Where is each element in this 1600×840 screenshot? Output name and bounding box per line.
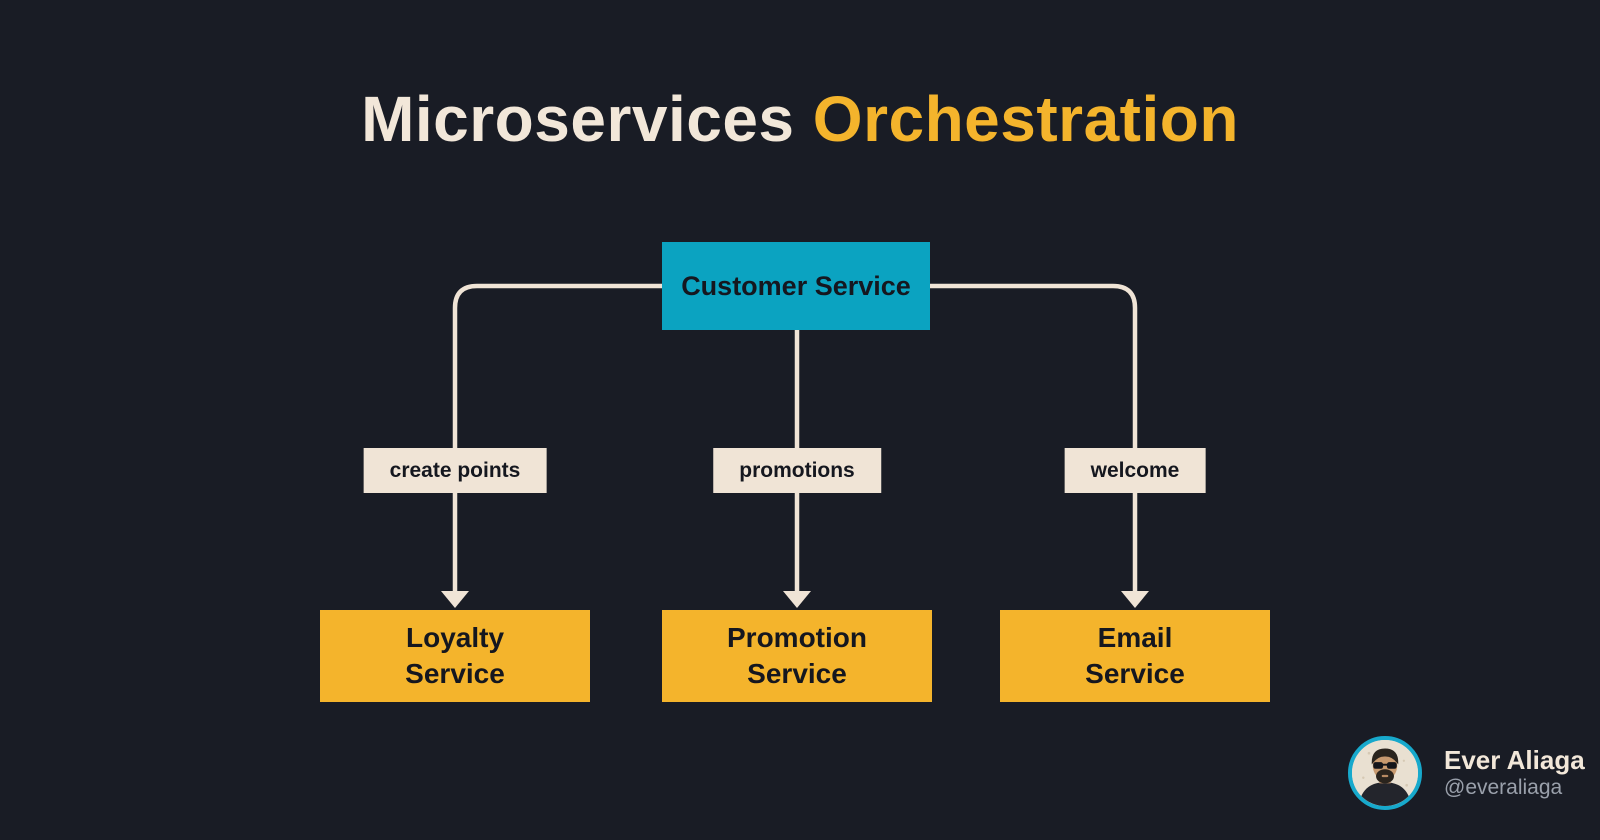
title-accent: Orchestration <box>812 83 1239 155</box>
title-leading: Microservices <box>361 83 795 155</box>
node-promotion-service: Promotion Service <box>662 610 932 702</box>
author-avatar <box>1348 736 1422 810</box>
author-text: Ever Aliaga @everaliaga <box>1444 745 1585 801</box>
connector-left <box>452 283 662 592</box>
edge-label-promotions: promotions <box>713 448 881 493</box>
connector-right <box>930 283 1138 592</box>
edge-label-welcome: welcome <box>1064 448 1206 493</box>
author-handle: @everaliaga <box>1444 776 1563 799</box>
author-credit: Ever Aliaga @everaliaga <box>1348 736 1585 810</box>
node-loyalty-line1: Loyalty <box>405 622 505 653</box>
edge-label-create-points: create points <box>363 448 547 493</box>
node-loyalty-line2: Service <box>405 658 505 689</box>
avatar-portrait-icon <box>1352 740 1418 806</box>
node-email-service: Email Service <box>1000 610 1270 702</box>
node-customer-service: Customer Service <box>662 242 930 330</box>
arrowhead-right-icon <box>1121 591 1149 608</box>
arrowhead-middle-icon <box>783 591 811 608</box>
author-name: Ever Aliaga <box>1444 745 1585 775</box>
node-email-line1: Email <box>1097 622 1173 653</box>
node-email-line2: Service <box>1085 658 1185 689</box>
node-customer-service-label: Customer Service <box>681 270 911 301</box>
arrowhead-left-icon <box>441 591 469 608</box>
node-promotion-line1: Promotion <box>727 622 867 653</box>
page-title: Microservices Orchestration <box>0 82 1600 156</box>
node-loyalty-service: Loyalty Service <box>320 610 590 702</box>
node-promotion-line2: Service <box>747 658 847 689</box>
